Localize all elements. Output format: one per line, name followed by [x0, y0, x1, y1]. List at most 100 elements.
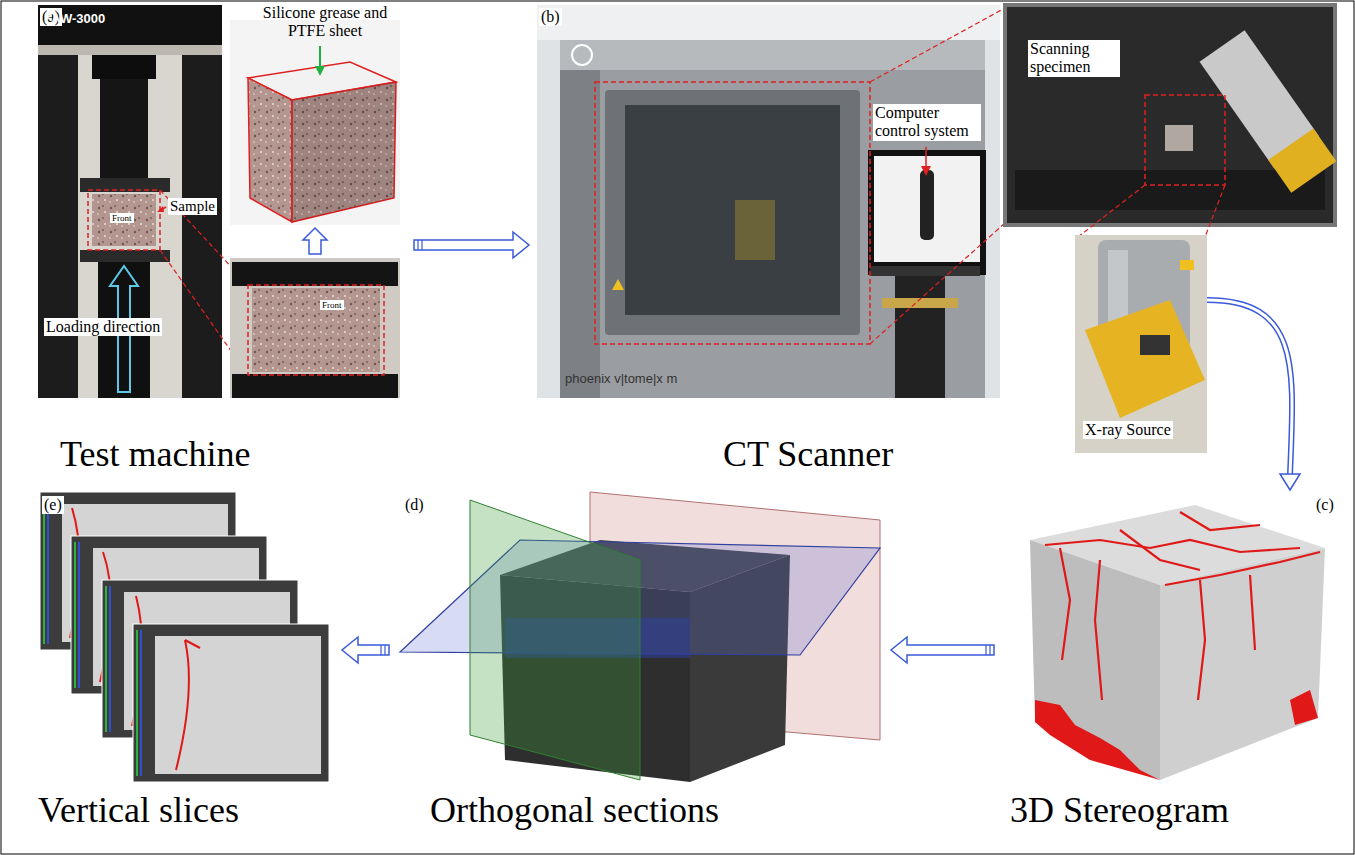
ct-scanner-photo [560, 70, 600, 398]
loaded-sample-photo [230, 258, 400, 398]
ct-scanner-photo [612, 279, 624, 290]
vertical-slice-stack [140, 630, 142, 776]
ct-scanner-photo [572, 45, 592, 65]
stereogram-cube [1035, 700, 1160, 780]
loaded-sample-photo [232, 262, 398, 286]
vertical-slice-stack [109, 586, 111, 732]
panel: (e) Vertical slices [36, 488, 336, 845]
vertical-slice-stack [40, 492, 329, 782]
stereogram-cube [1045, 512, 1320, 700]
panel: (a)Test machine [36, 4, 408, 477]
x-ray-source-photo [1180, 260, 1194, 270]
panel-letter: (e) [42, 496, 64, 514]
stereogram-cube [1290, 690, 1318, 725]
callout-label: Silicone grease and PTFE sheet [250, 4, 400, 41]
greased-cube-photo [292, 82, 396, 222]
ct-scanner-photo [921, 166, 931, 176]
zoom-leader-lines [1078, 185, 1145, 237]
test-machine-photo [38, 5, 222, 398]
stereogram-cube [1060, 548, 1070, 660]
vertical-slice-stack [133, 624, 329, 782]
stereogram-cube [1250, 575, 1255, 650]
test-machine-photo [38, 5, 222, 45]
arrow-tail-mark [985, 645, 986, 655]
zoom-leader-lines [1205, 185, 1225, 237]
x-ray-source-photo [1075, 235, 1207, 453]
flow-arrow [891, 637, 994, 663]
ct-scanner-photo [895, 276, 945, 398]
ct-scanner-photo [560, 40, 985, 398]
ct-scanner-photo [920, 170, 934, 240]
hollow-up-arrow [303, 228, 327, 254]
orthogonal-section-planes [400, 492, 880, 782]
greased-cube-photo [230, 20, 400, 225]
panel-caption: CT Scanner [723, 434, 893, 475]
vertical-slice-stack [43, 498, 45, 644]
panel-caption: Test machine [60, 434, 250, 475]
hollow-arrow [891, 637, 994, 663]
vertical-slice-stack [47, 498, 49, 644]
greased-cube-photo [315, 66, 325, 76]
ct-scanner-photo [874, 156, 980, 262]
arrow-tail-mark [417, 240, 418, 250]
test-machine-photo [38, 45, 222, 55]
stereogram-cube [1030, 540, 1160, 780]
zoom-leader-lines [1078, 185, 1225, 237]
scanning-chamber-photo [1200, 30, 1337, 193]
ct-scanner-photo [625, 105, 840, 315]
test-machine-photo [80, 250, 170, 262]
greased-cube-photo [230, 20, 400, 225]
photo-inset: X-ray Source [1075, 235, 1207, 453]
stereogram-cube [1180, 512, 1260, 530]
zoom-leader-lines [870, 8, 1005, 82]
machine-brand-text: phoenix v|tome|x m [565, 372, 677, 387]
loaded-sample-photo [248, 285, 384, 375]
callout-label: Loading direction [44, 318, 162, 336]
x-ray-source-photo [1075, 235, 1207, 453]
flow-arrow [342, 637, 389, 663]
vertical-slice-stack [185, 640, 200, 648]
scanning-chamber-photo [1005, 5, 1335, 225]
vertical-slice-stack [105, 586, 107, 732]
sample-mark: Front [320, 300, 344, 310]
panel-letter: (c) [1314, 496, 1336, 514]
ct-scanner-photo [537, 5, 1000, 398]
arrow-tail-mark [421, 240, 422, 250]
stereogram-cube [1030, 505, 1325, 780]
stereogram-cube [1120, 530, 1200, 570]
stereogram-cube [1198, 580, 1205, 700]
stereogram-cube [1165, 552, 1320, 585]
test-machine-photo [38, 5, 222, 398]
orthogonal-section-planes [470, 500, 640, 780]
flow-arrow [1207, 300, 1300, 490]
hollow-up-arrow [303, 228, 327, 254]
test-machine-photo [100, 79, 148, 179]
panel: (b) CT Scanner X-ray Source [535, 4, 1340, 477]
test-machine-photo [182, 55, 222, 398]
ct-scanner-photo [735, 200, 775, 260]
curved-arrow [1207, 300, 1292, 475]
panel-letter: (b) [539, 8, 562, 26]
zoom-leader-lines [870, 223, 1005, 344]
sample-mark: Front [110, 213, 134, 223]
curved-arrow [1207, 300, 1292, 475]
ct-scanner-photo [605, 90, 860, 335]
vertical-slice-stack [136, 630, 138, 776]
arrow-tail-mark [384, 645, 385, 655]
hollow-arrow [414, 232, 529, 258]
callout-label: Computer control system [873, 104, 981, 141]
callout-label: Scanning specimen [1028, 40, 1120, 77]
scanning-chamber-photo [1015, 170, 1325, 210]
panel-caption: 3D Stereogram [1010, 790, 1229, 831]
scanning-chamber-photo [1005, 5, 1336, 225]
stereogram-cube [1160, 548, 1325, 780]
panel: (c) 3D Stereogram [1000, 490, 1342, 845]
panel-caption: Orthogonal sections [430, 790, 719, 831]
machine-plate-text: FAW-3000 [44, 12, 105, 27]
panel-caption: Vertical slices [38, 790, 239, 831]
vertical-slice-stack [78, 542, 80, 688]
test-machine-photo [92, 194, 156, 246]
